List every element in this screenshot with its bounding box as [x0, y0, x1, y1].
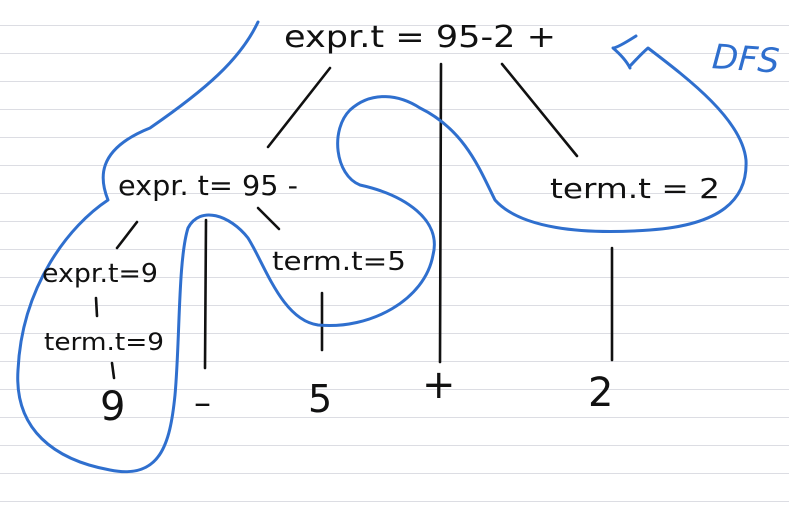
edge-root-expr95	[266, 66, 332, 149]
edge-expr95-term5	[256, 206, 281, 231]
edge-expr95-expr9	[115, 220, 139, 250]
node-term-5: term.t=5	[272, 247, 406, 277]
tree-edges	[94, 62, 614, 380]
leaf-five: 5	[308, 377, 332, 421]
dfs-label: DFS	[711, 37, 781, 82]
edge-root-plus	[438, 62, 443, 364]
leaf-nine: 9	[100, 384, 125, 430]
edge-expr9-term9	[94, 296, 99, 318]
edge-root-term2	[500, 62, 579, 158]
node-term-9: term.t=9	[44, 328, 164, 356]
leaf-plus: +	[422, 362, 456, 408]
edge-expr95-minus	[203, 218, 208, 370]
node-term-2: term.t = 2	[550, 172, 720, 205]
edge-term9-nine	[110, 361, 116, 380]
node-root-expr: expr.t = 95-2 +	[284, 20, 556, 55]
leaf-minus: –	[194, 383, 211, 423]
dfs-traversal-path	[16, 20, 748, 474]
node-expr-95: expr. t= 95 -	[118, 169, 298, 202]
dfs-arrowhead	[611, 34, 638, 70]
node-expr-9: expr.t=9	[42, 259, 158, 289]
leaf-two: 2	[588, 370, 613, 416]
